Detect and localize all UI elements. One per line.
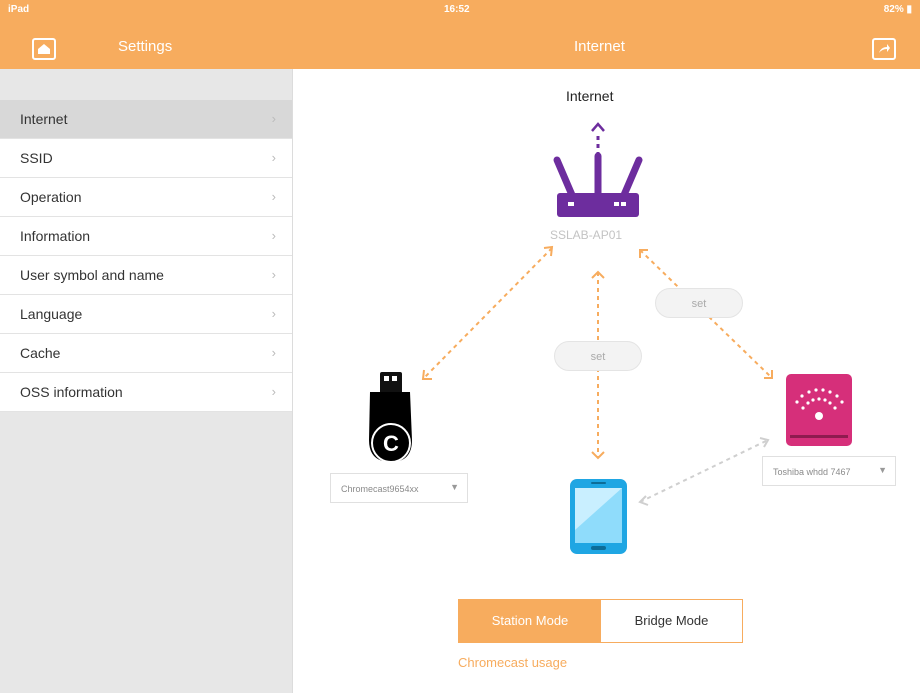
share-button[interactable] [872, 38, 896, 60]
dropdown-arrow-icon: ▼ [878, 465, 887, 475]
sidebar-item-ssid[interactable]: SSID › [0, 139, 292, 178]
set-button-tv[interactable]: set [655, 288, 743, 318]
sidebar-item-cache[interactable]: Cache › [0, 334, 292, 373]
link-router-phone [591, 270, 605, 460]
link-phone-tv [638, 437, 770, 506]
tv-device-value: Toshiba whdd 7467 [773, 467, 851, 477]
sidebar-item-user-symbol[interactable]: User symbol and name › [0, 256, 292, 295]
sidebar-item-operation[interactable]: Operation › [0, 178, 292, 217]
sidebar-item-label: OSS information [20, 384, 123, 400]
internet-label: Internet [566, 88, 614, 104]
status-bar: iPad 16:52 82% ▮ [0, 0, 920, 22]
sidebar: Internet › SSID › Operation › Informatio… [0, 69, 293, 693]
chromecast-usage-link[interactable]: Chromecast usage [458, 655, 568, 670]
chevron-right-icon: › [271, 228, 276, 243]
link-router-chromecast [421, 245, 554, 380]
status-time: 16:52 [444, 4, 470, 15]
chromecast-device-select[interactable]: Chromecast9654xx ▼ [330, 473, 468, 503]
chromecast-device-value: Chromecast9654xx [341, 484, 419, 494]
battery-indicator: 82% ▮ [883, 4, 912, 15]
chevron-right-icon: › [271, 306, 276, 321]
sidebar-item-label: User symbol and name [20, 267, 164, 283]
chevron-right-icon: › [271, 111, 276, 126]
sidebar-item-information[interactable]: Information › [0, 217, 292, 256]
sidebar-item-label: Cache [20, 345, 61, 361]
chromecast-icon: C [369, 372, 412, 463]
sidebar-item-label: Internet [20, 111, 68, 127]
sidebar-item-oss-information[interactable]: OSS information › [0, 373, 292, 412]
sidebar-item-label: Information [20, 228, 91, 244]
home-button[interactable] [32, 38, 56, 60]
chevron-right-icon: › [271, 384, 276, 399]
device-label: iPad [8, 4, 30, 15]
sidebar-item-label: Language [20, 306, 83, 322]
router-name: SSLAB-AP01 [550, 228, 623, 242]
sidebar-item-internet[interactable]: Internet › [0, 100, 292, 139]
chevron-right-icon: › [271, 267, 276, 282]
sidebar-item-label: Operation [20, 189, 82, 205]
mode-segmented-control: Station Mode Bridge Mode [458, 599, 743, 643]
chromecast-letter: C [383, 431, 399, 456]
internet-link [591, 122, 605, 156]
battery-percent: 82% [883, 4, 904, 15]
chevron-right-icon: › [271, 189, 276, 204]
smartphone-icon [570, 479, 627, 554]
settings-title: Settings [118, 38, 173, 55]
set-button-phone[interactable]: set [554, 341, 642, 371]
dropdown-arrow-icon: ▼ [450, 482, 459, 492]
top-bar: iPad 16:52 82% ▮ Settings Internet [0, 0, 920, 69]
wireless-tv-icon [786, 374, 852, 446]
sidebar-item-label: SSID [20, 150, 53, 166]
station-mode-button[interactable]: Station Mode [459, 600, 601, 642]
chevron-right-icon: › [271, 345, 276, 360]
sidebar-item-language[interactable]: Language › [0, 295, 292, 334]
tv-device-select[interactable]: Toshiba whdd 7467 ▼ [762, 456, 896, 486]
page-title: Internet [574, 38, 625, 55]
chevron-right-icon: › [271, 150, 276, 165]
settings-menu: Internet › SSID › Operation › Informatio… [0, 100, 292, 412]
router-icon [553, 152, 643, 217]
home-icon [38, 44, 50, 54]
bridge-mode-button[interactable]: Bridge Mode [601, 600, 742, 642]
share-icon [879, 44, 890, 53]
